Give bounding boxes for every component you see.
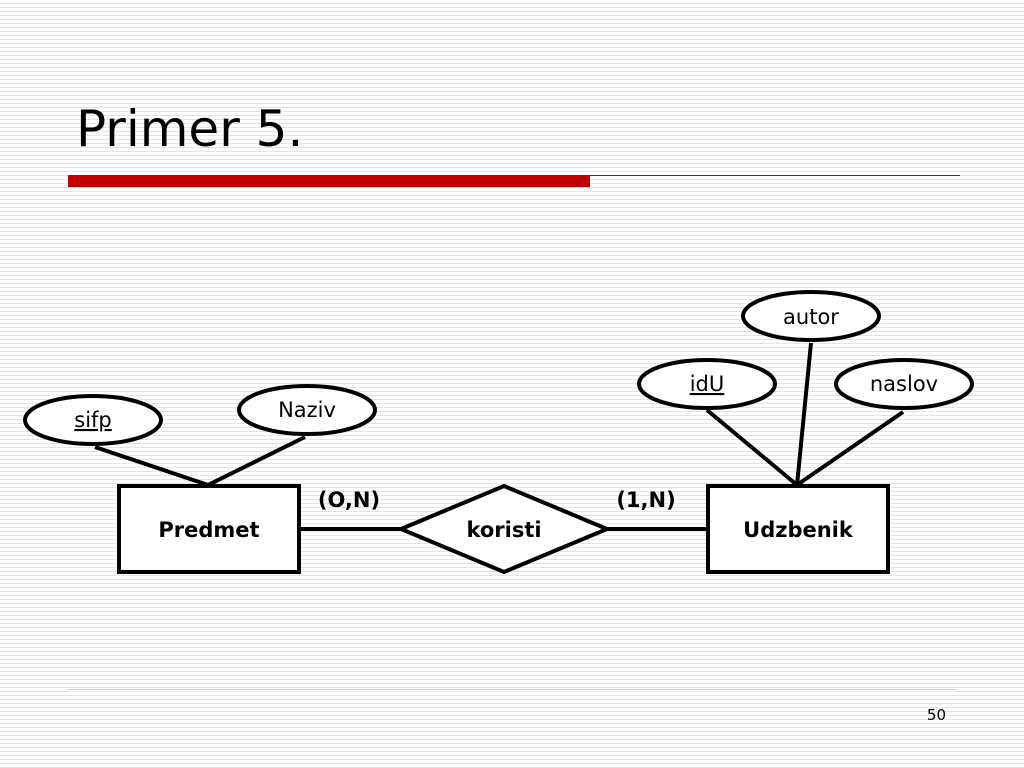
connector-autor-udzbenik [795,342,813,486]
attribute-label-naziv: Naziv [278,398,336,422]
connector-naziv-predmet [207,435,306,487]
attribute-label-autor: autor [783,305,839,329]
title-underline-thin [590,175,960,176]
relationship-koristi [395,483,613,575]
page-number: 50 [926,706,946,724]
attribute-label-naslov: naslov [870,372,938,396]
entity-label-udzbenik: Udzbenik [743,518,854,542]
slide-title: Primer 5. [76,100,304,158]
footer-divider [68,689,956,690]
connector-idu-udzbenik [705,408,799,487]
entity-udzbenik [706,484,890,574]
connector-naslov-udzbenik [795,410,905,487]
attribute-naziv [237,384,377,436]
cardinality-predmet: (O,N) [318,488,380,512]
attribute-idu [637,358,777,410]
attribute-label-sifp: sifp [74,408,112,432]
connector-sifp-predmet [94,445,209,487]
entity-label-predmet: Predmet [158,518,259,542]
cardinality-udzbenik: (1,N) [616,488,675,512]
attribute-label-idu: idU [690,372,725,396]
attribute-autor [741,290,881,342]
relationship-label-koristi: koristi [466,518,541,542]
attribute-sifp [23,394,163,446]
attribute-naslov [834,358,974,410]
title-underline-accent [68,175,590,187]
entity-predmet [117,484,301,574]
